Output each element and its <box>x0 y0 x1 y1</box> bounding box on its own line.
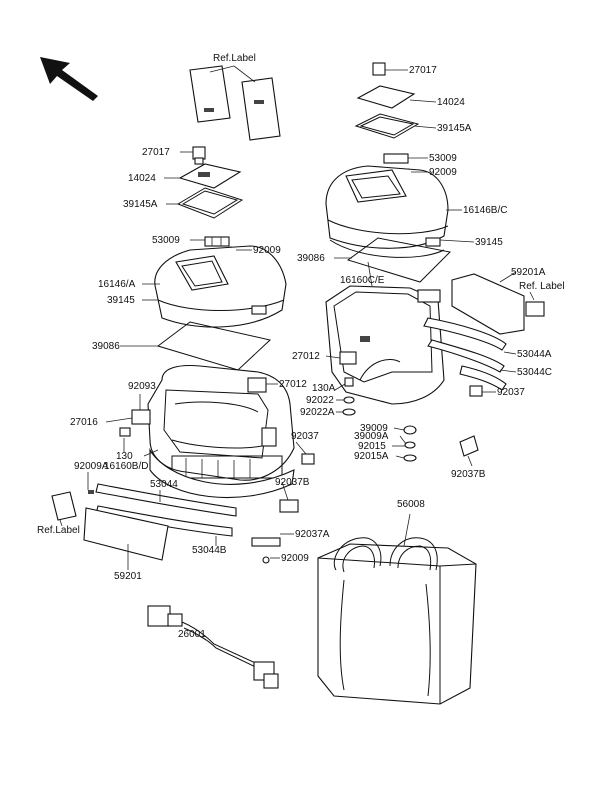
label-16160bd: 16160B/D <box>104 461 149 472</box>
label-92015a: 92015A <box>354 451 389 462</box>
label-92022a: 92022A <box>300 407 335 418</box>
label-92093: 92093 <box>128 381 156 392</box>
case-body-left <box>119 364 315 499</box>
label-39009a: 39009A <box>354 431 389 442</box>
label-27017-right: 27017 <box>409 65 437 76</box>
label-16146bc: 16146B/C <box>463 205 508 216</box>
label-14024-left: 14024 <box>128 173 156 184</box>
label-39145-left: 39145 <box>107 295 135 306</box>
label-39086-right: 39086 <box>297 253 325 264</box>
label-92022: 92022 <box>306 395 334 406</box>
label-92009-right: 92009 <box>429 167 457 178</box>
label-39009: 39009 <box>360 423 388 434</box>
label-53009-left: 53009 <box>152 235 180 246</box>
ref-label-plates-top <box>189 65 281 141</box>
label-59201: 59201 <box>114 571 142 582</box>
label-53044c: 53044C <box>517 367 553 378</box>
label-92037-right: 92037 <box>497 387 525 398</box>
label-39145-right: 39145 <box>475 237 503 248</box>
ref-label-left: Ref.Label <box>37 525 80 536</box>
ref-label-right: Ref. Label <box>519 281 565 292</box>
inner-bag <box>317 537 477 705</box>
label-92009-bottom: 92009 <box>281 553 309 564</box>
label-16146a: 16146/A <box>98 279 136 290</box>
label-53044b: 53044B <box>192 545 227 556</box>
label-92009-left: 92009 <box>253 245 281 256</box>
wiring-harness <box>147 605 279 689</box>
label-16160ce: 16160C/E <box>340 275 385 286</box>
label-92009a: 92009A <box>74 461 109 472</box>
label-92037-left: 92037 <box>291 431 319 442</box>
label-53044: 53044 <box>150 479 178 490</box>
label-59201a: 59201A <box>511 267 546 278</box>
label-130a: 130A <box>312 383 336 394</box>
label-92015: 92015 <box>358 441 386 452</box>
label-27017-left: 27017 <box>142 147 170 158</box>
label-26001: 26001 <box>178 629 206 640</box>
label-27012-right: 27012 <box>292 351 320 362</box>
label-14024-right: 14024 <box>437 97 465 108</box>
label-39086-left: 39086 <box>92 341 120 352</box>
lid-right <box>325 62 452 283</box>
label-27016: 27016 <box>70 417 98 428</box>
label-92037b-right: 92037B <box>451 469 486 480</box>
label-53044a: 53044A <box>517 349 552 360</box>
case-body-right <box>325 273 545 462</box>
ref-label-top: Ref.Label <box>213 53 256 64</box>
label-92037b-left: 92037B <box>275 477 310 488</box>
lid-left <box>154 146 287 371</box>
trim-strips-left <box>51 483 299 564</box>
label-56008: 56008 <box>397 499 425 510</box>
leader-lines <box>59 69 535 641</box>
label-39145a-right: 39145A <box>437 123 472 134</box>
label-92037a: 92037A <box>295 529 330 540</box>
direction-arrow-icon <box>40 57 98 101</box>
label-130: 130 <box>116 451 133 462</box>
label-53009-right: 53009 <box>429 153 457 164</box>
label-39145a-left: 39145A <box>123 199 158 210</box>
label-27012-left: 27012 <box>279 379 307 390</box>
